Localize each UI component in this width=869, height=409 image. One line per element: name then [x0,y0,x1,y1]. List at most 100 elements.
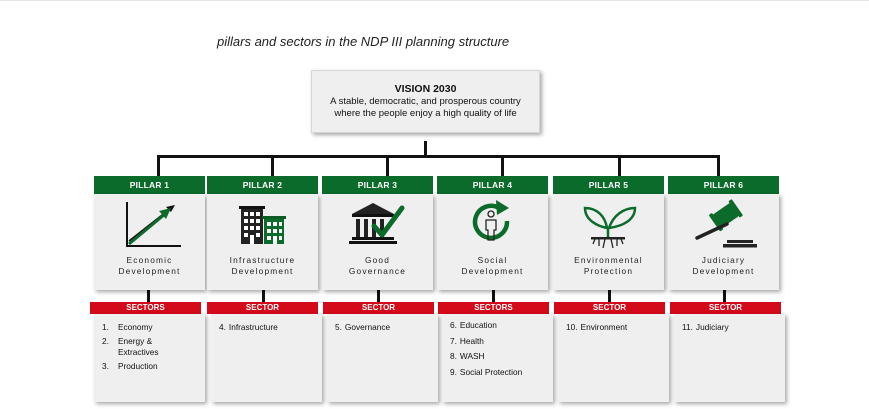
pillar-bus-line [157,155,720,158]
item-number: 3. [102,360,109,371]
pillar-drop-line [618,155,621,176]
vision-title: VISION 2030 [394,83,457,95]
item-number: 7. [450,335,457,346]
item-number: 2. [102,336,109,346]
pillar-5-header: PILLAR 5 [553,176,664,194]
pillar-3-header: PILLAR 3 [322,176,433,194]
pillar-6-sector-list: 11.Judiciary [674,314,785,402]
pillar-1-sector-header: SECTORS [90,302,201,314]
pillar-4-sector-header: SECTORS [438,302,549,314]
pillar-drop-line [717,155,720,176]
pillar-4-sector-list: 6.Education 7.Health 8.WASH 9.Social Pro… [442,314,553,402]
item-number: 8. [450,351,457,361]
pillar-name: Infrastructure Development [207,255,318,277]
pillar-2-header: PILLAR 2 [207,176,318,194]
pillar-name-line: Good [364,255,391,265]
item-text: Energy & Extractives [118,336,159,357]
pillar-2-sector-list: 4.Infrastructure [211,314,322,402]
pillar-name: Economic Development [94,255,205,277]
item-text: WASH [459,351,485,361]
item-text: Social Protection [459,366,523,377]
pillar-name-line: Environmental [574,255,643,265]
list-item: 2. Energy & Extractives [102,336,199,357]
vision-statement-line: A stable, democratic, and prosperous cou… [330,96,521,107]
pillar-name-line: Development [461,266,524,276]
courthouse-check-icon [322,198,433,252]
pillar-6-sector-header: SECTOR [670,302,781,314]
vision-connector [424,141,427,156]
pillar-name-line: Social [477,255,508,265]
pillar-drop-line [271,155,274,176]
item-text: Governance [344,322,391,332]
pillar-drop-line [501,155,504,176]
pillar-name-line: Development [118,266,181,276]
sector-connector [492,290,495,302]
item-text: Health [459,335,484,346]
list-item: 6.Education [450,320,547,331]
pillar-4-card: Social Development [437,194,548,290]
item-text: Judiciary [695,322,729,332]
item-text: Infrastructure [228,322,278,332]
item-number: 1. [102,322,109,332]
pillar-5-card: Environmental Protection [553,194,664,290]
pillar-3-sector-header: SECTOR [323,302,434,314]
item-number: 6. [450,320,457,330]
gavel-icon [668,198,779,252]
list-item: 5.Governance [335,322,432,333]
pillar-name-line: Development [231,266,294,276]
item-number: 11. [682,322,693,332]
pillar-3-sector-list: 5.Governance [327,314,438,402]
pillar-6-header: PILLAR 6 [668,176,779,194]
pillar-1-card: Economic Development [94,194,205,290]
pillar-name-line: Infrastructure [229,255,296,265]
top-divider [0,0,869,1]
list-item: 3. Production [102,361,199,372]
pillar-6-card: Judiciary Development [668,194,779,290]
pillar-name-line: Economic [126,255,173,265]
item-text: Production [118,360,158,371]
pillar-name-line: Governance [348,266,407,276]
sector-connector [723,290,726,302]
pillar-name: Environmental Protection [553,255,664,277]
pillar-name: Judiciary Development [668,255,779,277]
list-item: 10.Environment [566,322,663,333]
list-item: 8.WASH [450,351,547,362]
sector-connector [262,290,265,302]
buildings-icon [207,198,318,252]
figure-caption: pillars and sectors in the NDP III plann… [217,34,510,49]
sector-connector [147,290,150,302]
sector-connector [377,290,380,302]
pillar-2-card: Infrastructure Development [207,194,318,290]
pillar-name-line: Judiciary [701,255,746,265]
pillar-name-line: Development [692,266,755,276]
list-item: 11.Judiciary [682,322,779,333]
growth-chart-icon [94,198,205,252]
item-number: 4. [219,322,226,332]
item-text: Education [459,320,497,330]
seedling-icon [553,198,664,252]
list-item: 7.Health [450,336,547,347]
item-number: 10. [566,322,578,332]
pillar-name-line: Protection [583,266,634,276]
pillar-1-header: PILLAR 1 [94,176,205,194]
pillar-2-sector-header: SECTOR [207,302,318,314]
item-text: Economy [118,322,153,332]
pillar-drop-line [157,155,160,176]
pillar-drop-line [386,155,389,176]
item-number: 5. [335,322,342,332]
item-number: 9. [450,366,457,377]
pillar-1-sector-list: 1. Economy 2. Energy & Extractives 3. Produ… [94,314,205,402]
pillar-name: Social Development [437,255,548,277]
vision-box: VISION 2030 A stable, democratic, and pr… [311,70,540,133]
list-item: 1. Economy [102,322,199,333]
pillar-name: Good Governance [322,255,433,277]
item-text: Environment [580,322,628,332]
pillar-4-header: PILLAR 4 [437,176,548,194]
list-item: 9.Social Protection [450,367,547,378]
pillar-5-sector-header: SECTOR [554,302,665,314]
person-cycle-icon [437,198,548,252]
list-item: 4.Infrastructure [219,322,316,333]
pillar-5-sector-list: 10.Environment [558,314,669,402]
sector-connector [608,290,611,302]
vision-statement-line: where the people enjoy a high quality of… [334,108,517,119]
